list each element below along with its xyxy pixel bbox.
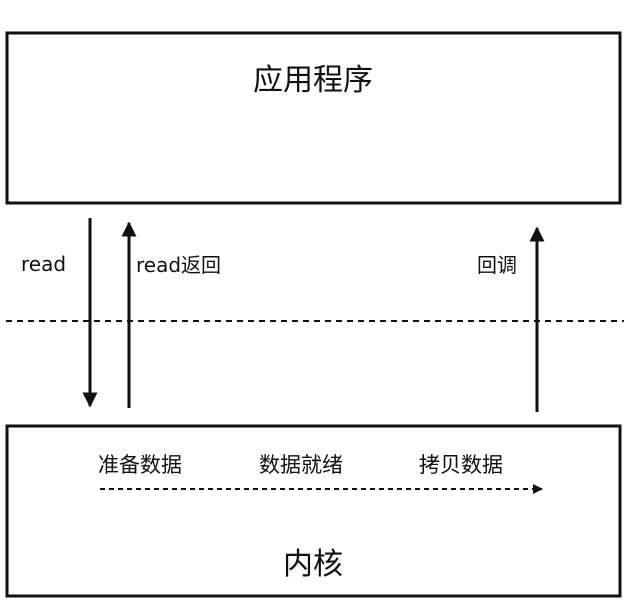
kernel-step-data-ready: 数据就绪	[259, 453, 343, 477]
read-label: read	[21, 252, 66, 276]
application-box	[5, 31, 622, 205]
read-return-label: read返回	[136, 253, 221, 277]
callback-label: 回调	[477, 253, 517, 277]
kernel-step-prepare-data: 准备数据	[98, 453, 182, 477]
kernel-box	[5, 424, 622, 598]
kernel-box-label: 内核	[283, 547, 343, 582]
kernel-step-copy-data: 拷贝数据	[419, 453, 503, 477]
application-box-label: 应用程序	[253, 63, 373, 98]
